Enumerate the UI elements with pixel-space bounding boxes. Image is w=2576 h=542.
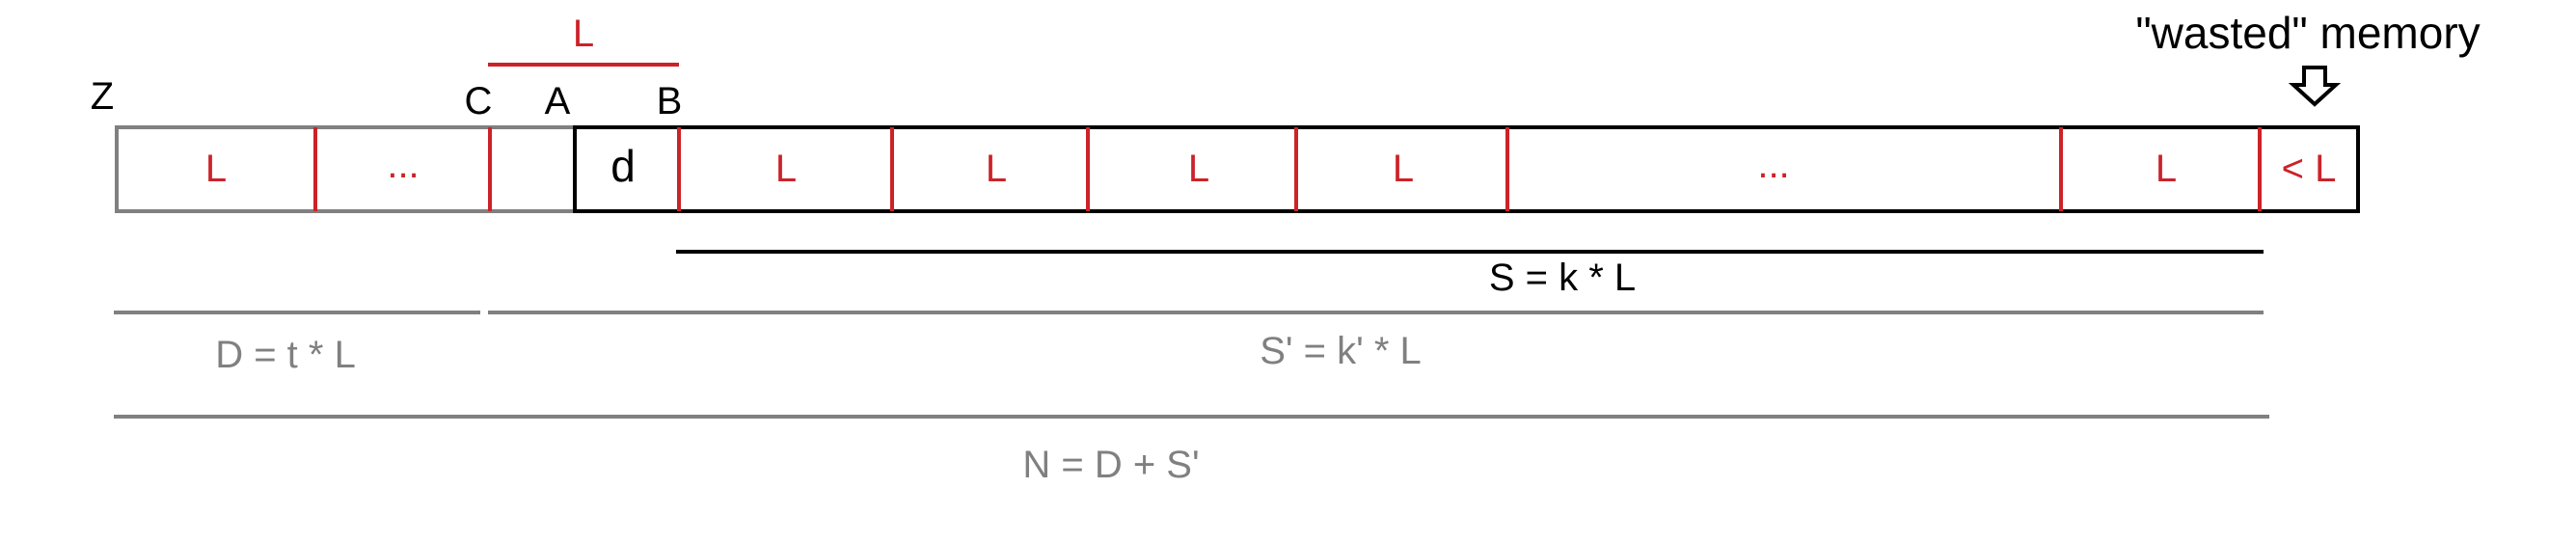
offset-cell-label: d xyxy=(610,141,636,191)
marker-c: C xyxy=(465,80,493,122)
span-s-prime-label: S' = k' * L xyxy=(1260,330,1422,372)
black-segment-box xyxy=(573,125,2360,213)
cell-label: L xyxy=(775,148,797,190)
down-arrow-outline-icon xyxy=(2288,66,2342,107)
gray-cell-label: ... xyxy=(387,144,419,186)
gray-segment-box xyxy=(115,125,577,213)
cell-label: L xyxy=(1188,148,1209,190)
wasted-memory-label: "wasted" memory xyxy=(2135,8,2480,58)
wasted-cell-label: < L xyxy=(2282,148,2337,190)
marker-z: Z xyxy=(91,75,114,118)
window-label: L xyxy=(573,13,594,55)
span-s-label: S = k * L xyxy=(1489,257,1636,299)
gray-cell-label: L xyxy=(205,148,227,190)
span-d-label: D = t * L xyxy=(215,334,356,376)
cell-label: L xyxy=(2156,148,2177,190)
cell-label: ... xyxy=(1757,144,1789,186)
span-n-label: N = D + S' xyxy=(1022,444,1199,486)
cell-label: L xyxy=(986,148,1007,190)
cell-label: L xyxy=(1393,148,1414,190)
marker-a: A xyxy=(545,80,571,122)
marker-b: B xyxy=(657,80,683,122)
